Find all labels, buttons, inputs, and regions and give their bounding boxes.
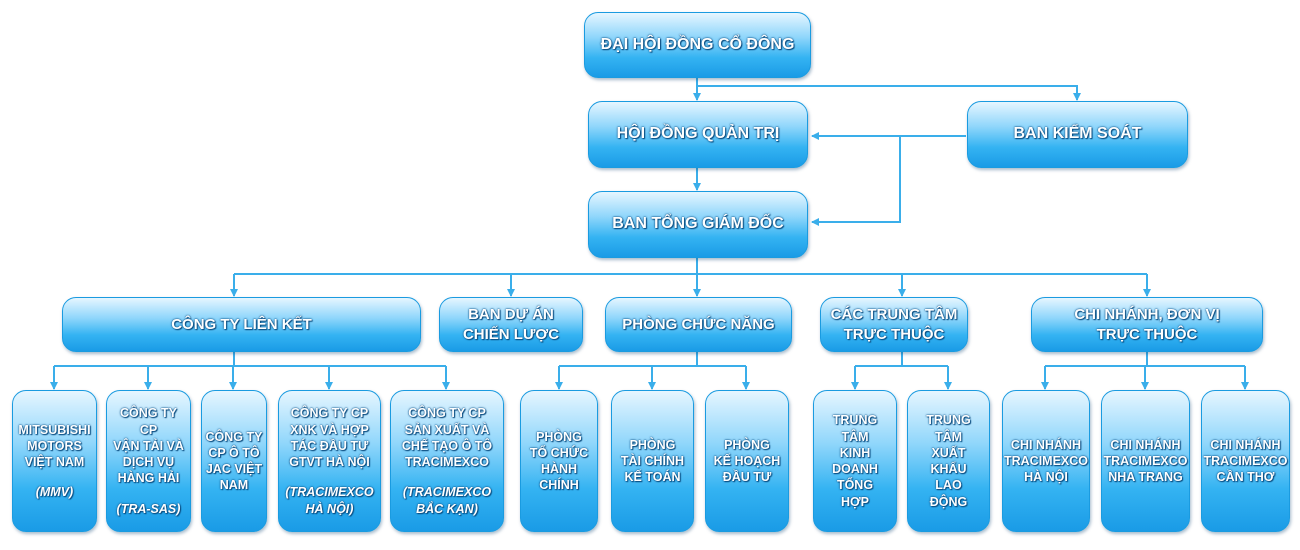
department-label: PHÒNG TÀI CHÍNH KẾ TOÁN — [620, 437, 685, 485]
branch-box: CHI NHÁNH TRACIMEXCO CẦN THƠ — [1201, 390, 1290, 532]
affiliate-unit-abbr: (TRA-SAS) — [116, 501, 181, 516]
department-label: PHÒNG KẾ HOẠCH ĐẦU TƯ — [713, 437, 781, 485]
center-box: TRUNG TÂM XUẤT KHẨU LAO ĐỘNG — [907, 390, 990, 532]
branches-box: CHI NHÁNH, ĐƠN VỊ TRỰC THUỘC — [1031, 297, 1263, 352]
department-box: PHÒNG TỔ CHỨC HÀNH CHÍNH — [520, 390, 598, 532]
functional-dept-label: PHÒNG CHỨC NĂNG — [622, 315, 775, 333]
affiliate-unit-abbr: (MMV) — [35, 485, 74, 500]
branches-label: CHI NHÁNH, ĐƠN VỊ TRỰC THUỘC — [1074, 306, 1220, 343]
shareholders-meeting-label: ĐẠI HỘI ĐỒNG CỔ ĐÔNG — [600, 35, 795, 53]
center-box: TRUNG TÂM KINH DOANH TỔNG HỢP — [813, 390, 897, 532]
affiliate-unit: MITSUBISHI MOTORS VIỆT NAM (MMV) — [12, 390, 97, 532]
branch-box: CHI NHÁNH TRACIMEXCO HÀ NỘI — [1002, 390, 1090, 532]
department-label: PHÒNG TỔ CHỨC HÀNH CHÍNH — [529, 429, 589, 493]
board-of-directors-box: HỘI ĐỒNG QUẢN TRỊ — [588, 101, 808, 168]
affiliate-unit-abbr: (TRACIMEXCO BẮC KẠN) — [402, 485, 492, 516]
board-of-directors-label: HỘI ĐỒNG QUẢN TRỊ — [616, 125, 780, 143]
branch-box: CHI NHÁNH TRACIMEXCO NHA TRANG — [1101, 390, 1190, 532]
affiliate-unit-name: MITSUBISHI MOTORS VIỆT NAM — [18, 422, 91, 470]
branch-label: CHI NHÁNH TRACIMEXCO CẦN THƠ — [1203, 437, 1288, 485]
affiliate-unit: CÔNG TY CP VẬN TẢI VÀ DỊCH VỤ HÀNG HẢI (… — [106, 390, 191, 532]
affiliate-unit: CÔNG TY CP Ô TÔ JAC VIỆT NAM — [201, 390, 267, 532]
supervisory-board-box: BAN KIỂM SOÁT — [967, 101, 1188, 168]
affiliates-label: CÔNG TY LIÊN KẾT — [171, 315, 312, 333]
department-box: PHÒNG TÀI CHÍNH KẾ TOÁN — [611, 390, 694, 532]
branch-label: CHI NHÁNH TRACIMEXCO HÀ NỘI — [1003, 437, 1089, 485]
affiliate-unit-name: CÔNG TY CP Ô TÔ JAC VIỆT NAM — [205, 429, 263, 493]
affiliate-unit-name: CÔNG TY CP SẢN XUẤT VÀ CHẾ TẠO Ô TÔ TRAC… — [401, 406, 493, 469]
strategic-projects-box: BAN DỰ ÁN CHIẾN LƯỢC — [439, 297, 583, 352]
center-label: TRUNG TÂM XUẤT KHẨU LAO ĐỘNG — [926, 413, 971, 509]
functional-dept-box: PHÒNG CHỨC NĂNG — [605, 297, 792, 352]
affiliate-unit-name: CÔNG TY CP VẬN TẢI VÀ DỊCH VỤ HÀNG HẢI — [113, 406, 184, 486]
shareholders-meeting-box: ĐẠI HỘI ĐỒNG CỔ ĐÔNG — [584, 12, 811, 78]
affiliate-unit: CÔNG TY CP SẢN XUẤT VÀ CHẾ TẠO Ô TÔ TRAC… — [390, 390, 504, 532]
centers-label: CÁC TRUNG TÂM TRỰC THUỘC — [830, 306, 958, 343]
branch-label: CHI NHÁNH TRACIMEXCO NHA TRANG — [1103, 437, 1188, 485]
center-label: TRUNG TÂM KINH DOANH TỔNG HỢP — [832, 413, 878, 509]
department-box: PHÒNG KẾ HOẠCH ĐẦU TƯ — [705, 390, 789, 532]
strategic-projects-label: BAN DỰ ÁN CHIẾN LƯỢC — [462, 306, 560, 343]
general-management-box: BAN TỔNG GIÁM ĐỐC — [588, 191, 808, 258]
affiliate-unit-abbr: (TRACIMEXCO HÀ NỘI) — [285, 485, 374, 516]
affiliate-unit-name: CÔNG TY CP XNK VÀ HỢP TÁC ĐẦU TƯ GTVT HÀ… — [289, 406, 370, 469]
supervisory-board-label: BAN KIỂM SOÁT — [1013, 125, 1142, 143]
general-management-label: BAN TỔNG GIÁM ĐỐC — [612, 215, 784, 233]
affiliates-box: CÔNG TY LIÊN KẾT — [62, 297, 421, 352]
centers-box: CÁC TRUNG TÂM TRỰC THUỘC — [820, 297, 968, 352]
affiliate-unit: CÔNG TY CP XNK VÀ HỢP TÁC ĐẦU TƯ GTVT HÀ… — [278, 390, 381, 532]
